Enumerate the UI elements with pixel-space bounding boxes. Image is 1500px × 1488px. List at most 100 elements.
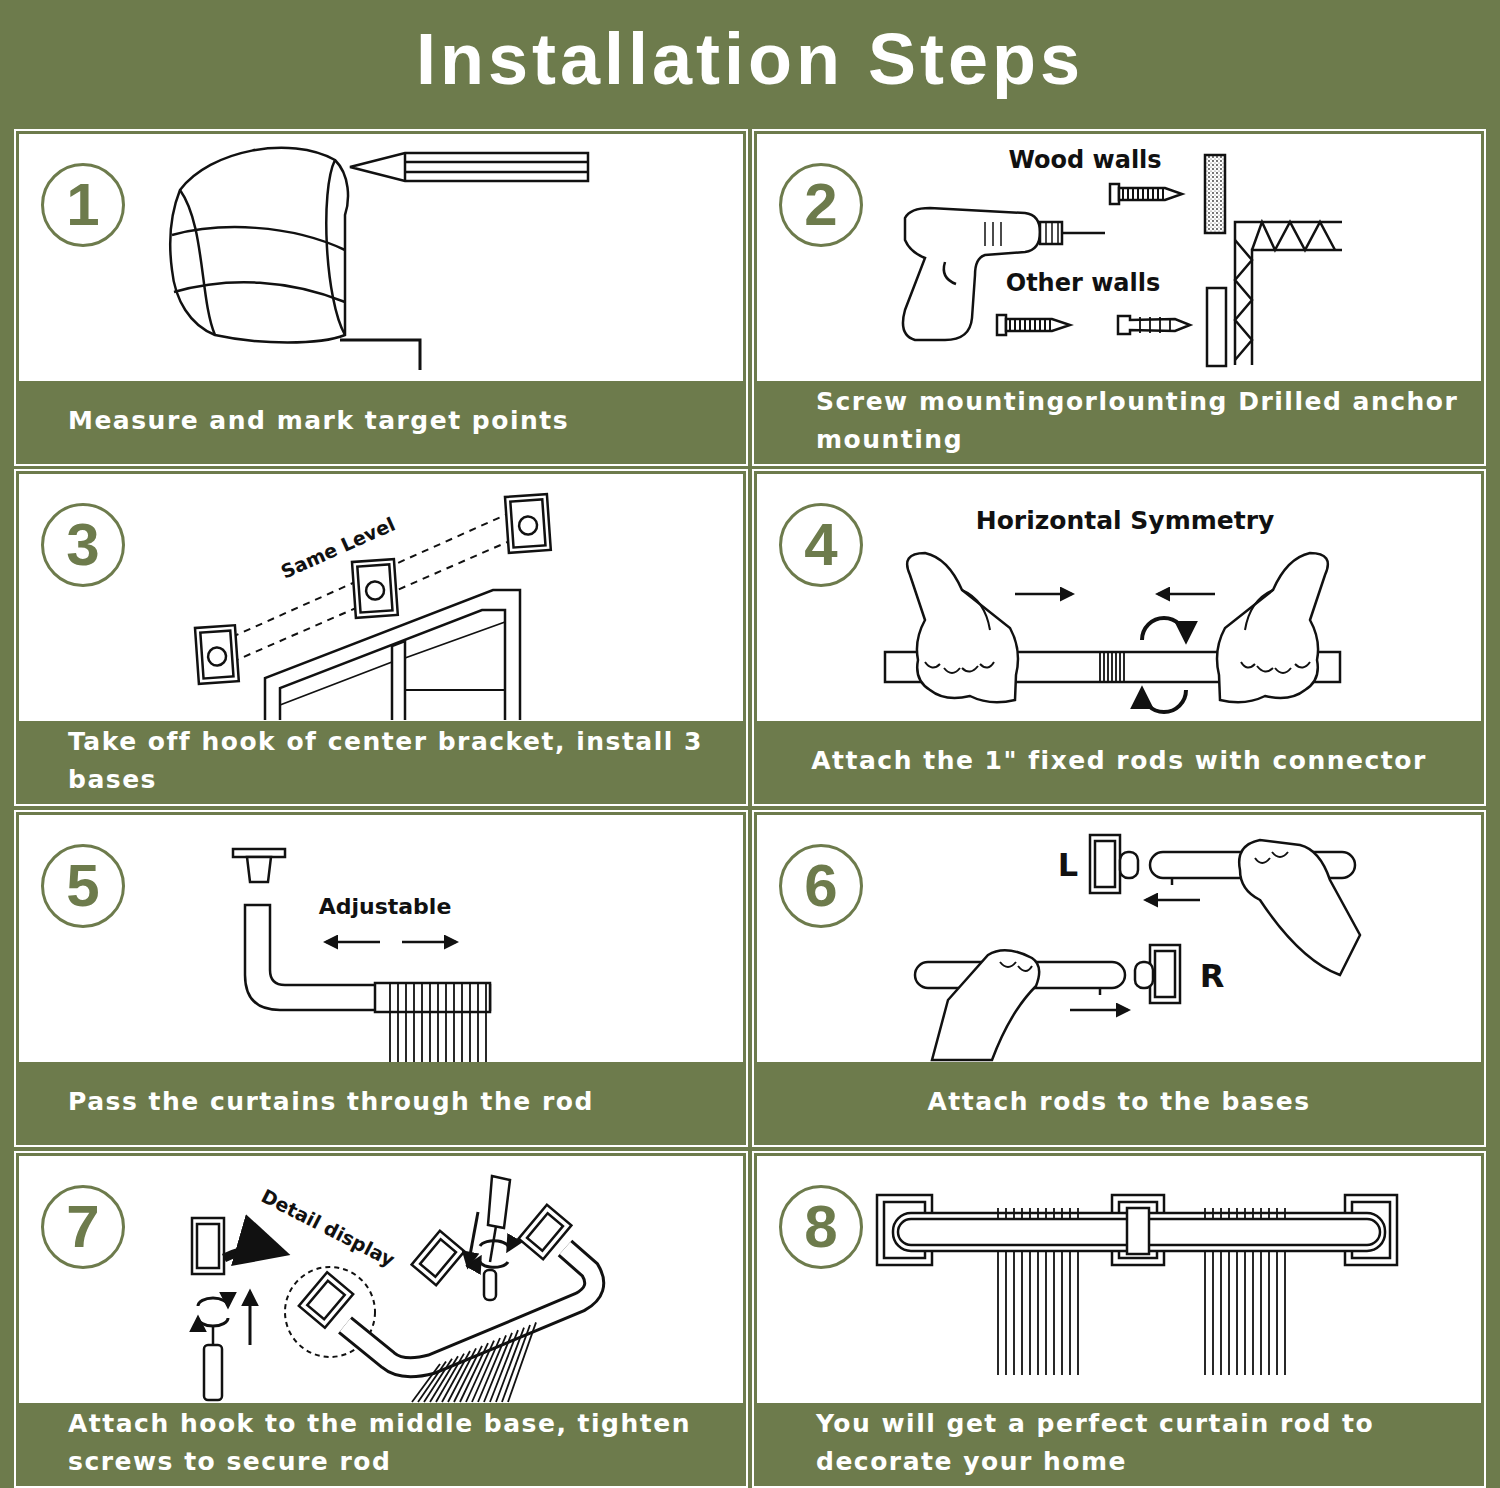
fold-line <box>1212 1208 1214 1219</box>
illustration-label: Horizontal Symmetry <box>976 507 1275 535</box>
step-badge: 4 <box>779 503 863 587</box>
hook-screws <box>192 1176 594 1400</box>
fold-line <box>1045 1208 1047 1219</box>
fold-line <box>1069 1208 1071 1219</box>
fold-line <box>1268 1251 1270 1375</box>
fold-line <box>508 1322 536 1402</box>
fold-line <box>460 1343 488 1402</box>
fold-line <box>1021 1251 1023 1375</box>
fold-line <box>1029 1251 1031 1375</box>
fold-line <box>1260 1208 1262 1219</box>
fold-line <box>466 1341 494 1402</box>
step-badge: 3 <box>41 503 125 587</box>
fold-line <box>1268 1208 1270 1219</box>
rods-bases <box>915 835 1360 1060</box>
step-number: 1 <box>66 175 99 235</box>
illustration-label: R <box>1200 959 1225 994</box>
fold-line <box>1077 1251 1079 1375</box>
step-badge: 7 <box>41 1185 125 1269</box>
caption-text: Measure and mark target points <box>68 402 569 440</box>
fold-line <box>1021 1208 1023 1219</box>
step-number: 5 <box>66 856 99 916</box>
caption-band: You will get a perfect curtain rod to de… <box>757 1403 1481 1483</box>
caption-band: Pass the curtains through the rod <box>19 1062 743 1142</box>
tape-measure-pencil <box>170 148 588 370</box>
rod-connector <box>885 553 1340 712</box>
caption-band: Attach rods to the bases <box>757 1062 1481 1142</box>
caption-text: Screw mountingorlounting Drilled anchor … <box>816 383 1465 459</box>
caption-text: Attach rods to the bases <box>927 1083 1310 1121</box>
fold-line <box>1119 653 1121 681</box>
window-bases <box>195 494 551 720</box>
fold-line <box>1053 1208 1055 1219</box>
fold-line <box>461 983 463 1062</box>
fold-line <box>1005 1208 1007 1219</box>
fold-line <box>1276 1208 1278 1219</box>
fold-line <box>477 983 479 1062</box>
illustration-label: Other walls <box>1006 270 1161 296</box>
title-band: Installation Steps <box>0 0 1500 118</box>
illustration-label: Same Level <box>278 514 398 583</box>
step-badge: 8 <box>779 1185 863 1269</box>
fold-line <box>1111 653 1113 681</box>
fold-line <box>437 983 439 1062</box>
fold-line <box>1252 1208 1254 1219</box>
caption-text: Pass the curtains through the rod <box>68 1083 594 1121</box>
illustration-label: Adjustable <box>319 895 452 919</box>
caption-band: Screw mountingorlounting Drilled anchor … <box>757 381 1481 461</box>
step-number: 3 <box>66 515 99 575</box>
fold-line <box>997 1208 999 1219</box>
fold-line <box>1204 1208 1206 1219</box>
caption-band: Take off hook of center bracket, install… <box>19 721 743 801</box>
fold-line <box>1115 653 1117 681</box>
fold-line <box>1260 1251 1262 1375</box>
fold-line <box>1244 1251 1246 1375</box>
fold-line <box>1220 1251 1222 1375</box>
fold-line <box>1013 1251 1015 1375</box>
fold-line <box>1123 653 1125 681</box>
fold-line <box>1252 1251 1254 1375</box>
fold-line <box>1037 1208 1039 1219</box>
fold-line <box>1212 1251 1214 1375</box>
fold-line <box>502 1325 530 1402</box>
step-badge: 2 <box>779 163 863 247</box>
caption-text: Attach the 1" fixed rods with connector <box>811 742 1427 780</box>
caption-band: Attach hook to the middle base, tighten … <box>19 1403 743 1483</box>
fold-line <box>1228 1208 1230 1219</box>
fold-line <box>1045 1251 1047 1375</box>
step-number: 8 <box>804 1197 837 1257</box>
fold-line <box>1236 1251 1238 1375</box>
caption-text: You will get a perfect curtain rod to de… <box>816 1405 1465 1481</box>
caption-text: Take off hook of center bracket, install… <box>68 723 727 799</box>
fold-line <box>1276 1251 1278 1375</box>
fold-line <box>484 1333 512 1402</box>
fold-line <box>1005 1251 1007 1375</box>
fold-line <box>1220 1208 1222 1219</box>
fold-line <box>445 983 447 1062</box>
fold-line <box>1037 1251 1039 1375</box>
fold-line <box>1284 1251 1286 1375</box>
fold-line <box>1053 1251 1055 1375</box>
fold-line <box>453 983 455 1062</box>
fold-line <box>1103 653 1105 681</box>
fold-line <box>1069 1251 1071 1375</box>
fold-line <box>1029 1208 1031 1219</box>
fold-line <box>485 983 487 1062</box>
fold-line <box>397 983 399 1062</box>
fold-line <box>1013 1208 1015 1219</box>
fold-line <box>1061 1208 1063 1219</box>
drill-screws <box>903 155 1342 366</box>
fold-line <box>469 983 471 1062</box>
step-number: 7 <box>66 1197 99 1257</box>
step-number: 4 <box>804 515 837 575</box>
fold-line <box>1061 1251 1063 1375</box>
fold-line <box>389 983 391 1062</box>
caption-band: Measure and mark target points <box>19 381 743 461</box>
illustration-label: L <box>1058 848 1078 883</box>
title-text: Installation Steps <box>416 18 1084 100</box>
panel-frames <box>15 130 1485 1487</box>
fold-line <box>421 983 423 1062</box>
fold-line <box>454 1346 482 1402</box>
